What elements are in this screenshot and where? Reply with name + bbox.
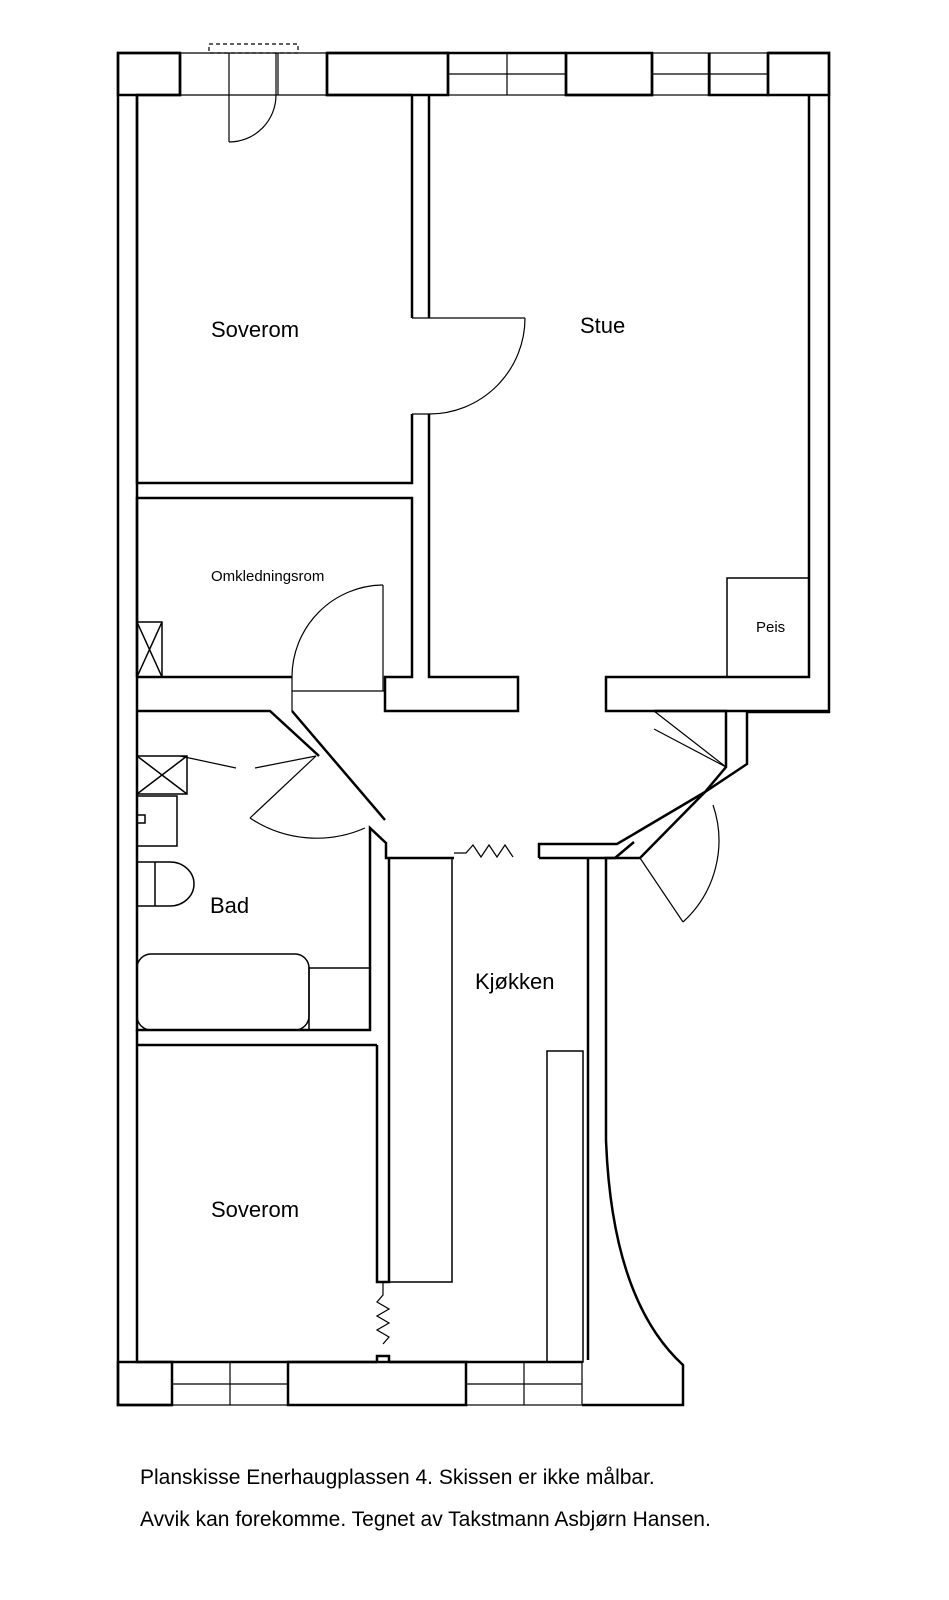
bathtub [136,953,310,1031]
caption-line-2: Avvik kan forekomme. Tegnet av Takstmann… [140,1508,711,1531]
label-bathroom: Bad [210,893,249,918]
door-bedroom-living-swing [428,317,526,415]
outer-wall [116,51,831,1407]
kitchen-counter-right [546,1050,584,1363]
bathtub-ledge [308,967,371,1031]
bath-shaft-box [136,755,188,795]
door-entrance-swing [682,804,720,923]
wall-bottom-left [116,1360,174,1407]
door-bathroom-leaf [249,755,317,819]
wall-top-pillar [564,51,654,97]
top-left-wall-segment [135,53,182,677]
label-fireplace: Peis [756,619,785,636]
wall-bathroom [135,709,454,1032]
wardrobe-box [136,621,163,678]
wall-bottom-notch [375,1354,391,1362]
wall-kitchen-right [537,790,706,1360]
wall-top-mid [325,51,450,97]
door-entrance-leaf [639,857,684,923]
caption-line-1: Planskisse Enerhaugplassen 4. Skissen er… [140,1466,655,1489]
wall-top-right [766,51,831,97]
zigzag-kitchen-opening [454,843,514,859]
sink [137,795,178,847]
door-bathroom-swing [249,817,366,839]
toilet [137,861,195,907]
fireplace-box [726,577,810,678]
label-dressing-room: Omkledningsrom [211,568,324,585]
balcony-door-dashed [208,43,299,54]
wall-living-west [135,95,520,713]
label-living-room: Stue [580,313,625,338]
label-bedroom-bottom: Soverom [211,1197,299,1222]
door-balcony-swing [228,94,277,143]
wall-bottom-mid [286,1360,468,1407]
wall-bedroom-top [135,95,414,485]
wall-living-east [604,95,829,713]
wall-bedroom-bottom [135,1043,582,1364]
wall-kitchen-left [375,858,391,1284]
label-bedroom-top: Soverom [211,317,299,342]
wall-top-left [116,51,182,97]
door-closet-leaf [653,728,727,768]
zigzag-bedroom-opening [375,1282,391,1345]
kitchen-counter-left [388,857,453,1283]
wall-hall-right [654,709,728,793]
door-dressing-swing [291,584,384,678]
label-kitchen: Kjøkken [475,969,554,994]
